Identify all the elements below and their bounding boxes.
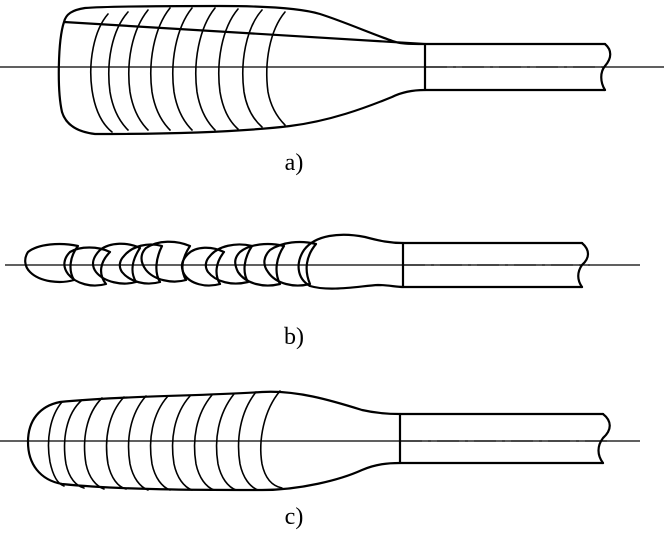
droplet-chain-b [24,240,318,287]
ripple-scales-c [47,390,283,491]
bead-outline-a [57,4,427,136]
panel-a [0,4,664,136]
shaft-c [398,412,605,465]
ripple-arcs-a [89,7,286,133]
panel-label-a: a) [285,150,304,176]
bead-outline-c [26,390,402,492]
shaft-end-c [597,412,611,465]
panel-b [5,233,640,290]
panel-label-b: b) [284,324,304,350]
panel-label-c: c) [285,504,304,530]
shaft-end-a [600,42,612,92]
panel-c [0,390,640,492]
bead-pool-b [297,233,405,290]
